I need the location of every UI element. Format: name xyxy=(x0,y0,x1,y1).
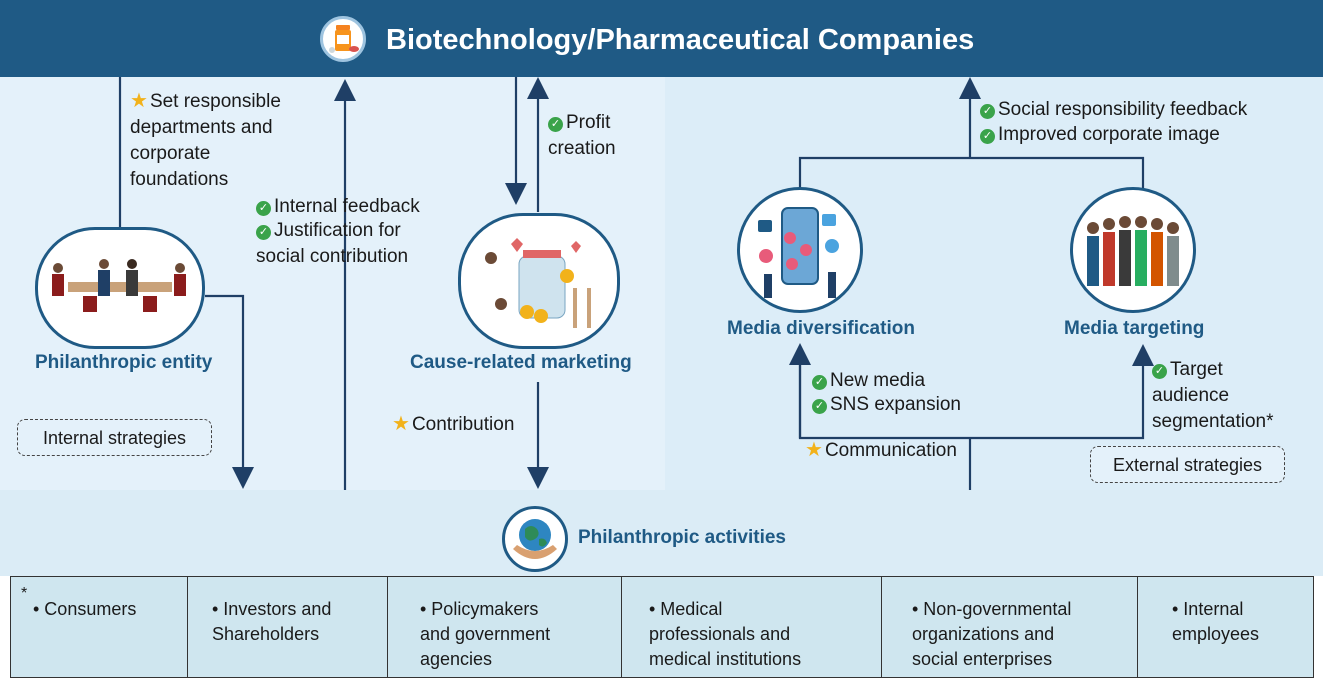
star-icon: ★ xyxy=(130,90,148,112)
check-icon: ✓ xyxy=(812,399,827,414)
justification-label: Justification for social contribution xyxy=(256,220,409,267)
communication-label: Communication xyxy=(824,440,957,461)
check-icon: ✓ xyxy=(980,104,995,119)
internal-feedback-text: ✓Internal feedback xyxy=(256,194,420,220)
stakeholder-investors: • Investors and Shareholders xyxy=(212,599,332,644)
media-targeting-label: Media targeting xyxy=(1064,318,1205,339)
cause-marketing-label: Cause-related marketing xyxy=(410,352,632,373)
activities-band xyxy=(0,490,1323,576)
corporate-image-label: Improved corporate image xyxy=(998,124,1220,145)
check-icon: ✓ xyxy=(812,375,827,390)
sns-expansion-label: SNS expansion xyxy=(830,394,961,415)
profit-creation-label: Profit creation xyxy=(548,112,616,159)
stakeholder-employees: • Internal employees xyxy=(1172,599,1260,644)
contribution-label: Contribution xyxy=(411,414,515,435)
pill-bottle-icon xyxy=(320,16,366,62)
check-icon: ✓ xyxy=(256,201,271,216)
stakeholder-consumers: • Consumers xyxy=(33,599,137,619)
justification-text: ✓Justification for social contribution xyxy=(256,218,408,270)
media-diversification-label: Media diversification xyxy=(727,318,915,339)
internal-strategies-box: Internal strategies xyxy=(17,419,212,456)
header-bar xyxy=(0,0,1323,77)
communication-text: ★Communication xyxy=(805,437,957,464)
set-departments-label: Set responsible departments and corporat… xyxy=(130,91,281,190)
media-targeting-illustration xyxy=(1070,187,1196,313)
social-feedback-label: Social responsibility feedback xyxy=(998,99,1248,120)
profit-creation-text: ✓Profit creation xyxy=(548,110,616,162)
internal-feedback-label: Internal feedback xyxy=(274,196,420,217)
stakeholder-cell: * • Consumers xyxy=(11,577,188,677)
check-icon: ✓ xyxy=(548,117,563,132)
stakeholders-table: * • Consumers • Investors and Shareholde… xyxy=(10,576,1314,678)
star-icon: ★ xyxy=(805,439,823,461)
cause-marketing-illustration xyxy=(458,213,620,349)
target-audience-text: ✓Target audience segmentation* xyxy=(1152,357,1273,435)
philanthropic-entity-label: Philanthropic entity xyxy=(35,352,213,373)
stakeholder-cell: • Investors and Shareholders xyxy=(188,577,388,677)
page-title: Biotechnology/Pharmaceutical Companies xyxy=(386,24,975,56)
star-icon: ★ xyxy=(392,413,410,435)
footnote-asterisk: * xyxy=(21,585,28,602)
target-audience-label: Target audience segmentation* xyxy=(1152,359,1274,432)
philanthropic-activities-title: Philanthropic activities xyxy=(578,527,786,548)
stakeholder-policymakers: • Policymakers and government agencies xyxy=(420,599,551,669)
stakeholder-ngos: • Non-governmental organizations and soc… xyxy=(912,599,1072,669)
philanthropic-entity-illustration xyxy=(35,227,205,349)
stakeholder-cell: • Policymakers and government agencies xyxy=(388,577,622,677)
new-media-label: New media xyxy=(830,370,926,391)
external-strategies-box: External strategies xyxy=(1090,446,1285,483)
set-departments-text: ★Set responsible departments and corpora… xyxy=(130,88,281,193)
check-icon: ✓ xyxy=(980,129,995,144)
contribution-text: ★Contribution xyxy=(392,411,514,438)
corporate-image-text: ✓Improved corporate image xyxy=(980,122,1220,148)
stakeholder-cell: • Internal employees xyxy=(1138,577,1313,677)
stakeholder-cell: • Non-governmental organizations and soc… xyxy=(882,577,1138,677)
new-media-text: ✓New media xyxy=(812,368,925,394)
social-feedback-text: ✓Social responsibility feedback xyxy=(980,97,1247,123)
check-icon: ✓ xyxy=(256,225,271,240)
globe-hands-icon xyxy=(502,506,568,572)
stakeholder-medical: • Medical professionals and medical inst… xyxy=(649,599,802,669)
check-icon: ✓ xyxy=(1152,364,1167,379)
stakeholder-cell: • Medical professionals and medical inst… xyxy=(622,577,882,677)
media-diversification-illustration xyxy=(737,187,863,313)
sns-expansion-text: ✓SNS expansion xyxy=(812,392,961,418)
